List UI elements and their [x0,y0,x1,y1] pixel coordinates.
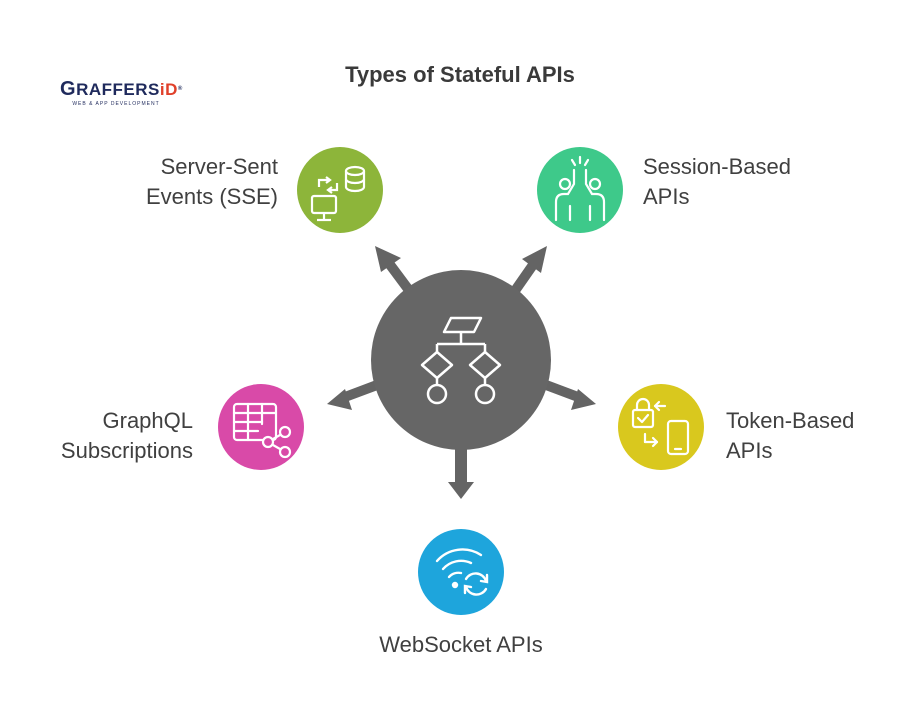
label-graphql-line1: GraphQL [102,408,194,433]
node-token [618,384,704,470]
node-graphql [218,384,304,470]
label-websocket: WebSocket APIs [340,630,582,660]
diagram-title: Types of Stateful APIs [345,62,575,87]
label-token-line1: Token-Based [726,408,855,433]
node-session [537,147,623,233]
label-token: Token-Based APIs [726,406,906,466]
flowchart-icon [420,316,502,405]
label-graphql-line2: Subscriptions [60,438,193,463]
label-session-line2: APIs [643,184,690,209]
logo-tagline: WEB & APP DEVELOPMENT [72,101,160,107]
table-share-icon [232,402,292,459]
label-graphql: GraphQL Subscriptions [0,406,193,466]
label-websocket-line1: WebSocket APIs [379,632,543,657]
node-sse [297,147,383,233]
wifi-sync-icon [435,548,489,596]
logo-wordmark: GRAFFERSiD® [60,78,183,100]
node-websocket [418,529,504,615]
label-token-line2: APIs [726,438,773,463]
lock-phone-exchange-icon [631,397,690,456]
hub-circle [371,270,551,450]
graffersid-logo: GRAFFERSiD® WEB & APP DEVELOPMENT [60,78,190,110]
label-sse-line2: Events (SSE) [145,184,278,209]
high-five-icon [554,155,606,222]
label-session-line1: Session-Based [643,154,791,179]
database-sync-icon [310,165,366,222]
label-session: Session-Based APIs [643,152,843,212]
label-sse-line1: Server-Sent [160,154,278,179]
label-sse: Server-Sent Events (SSE) [98,152,278,212]
